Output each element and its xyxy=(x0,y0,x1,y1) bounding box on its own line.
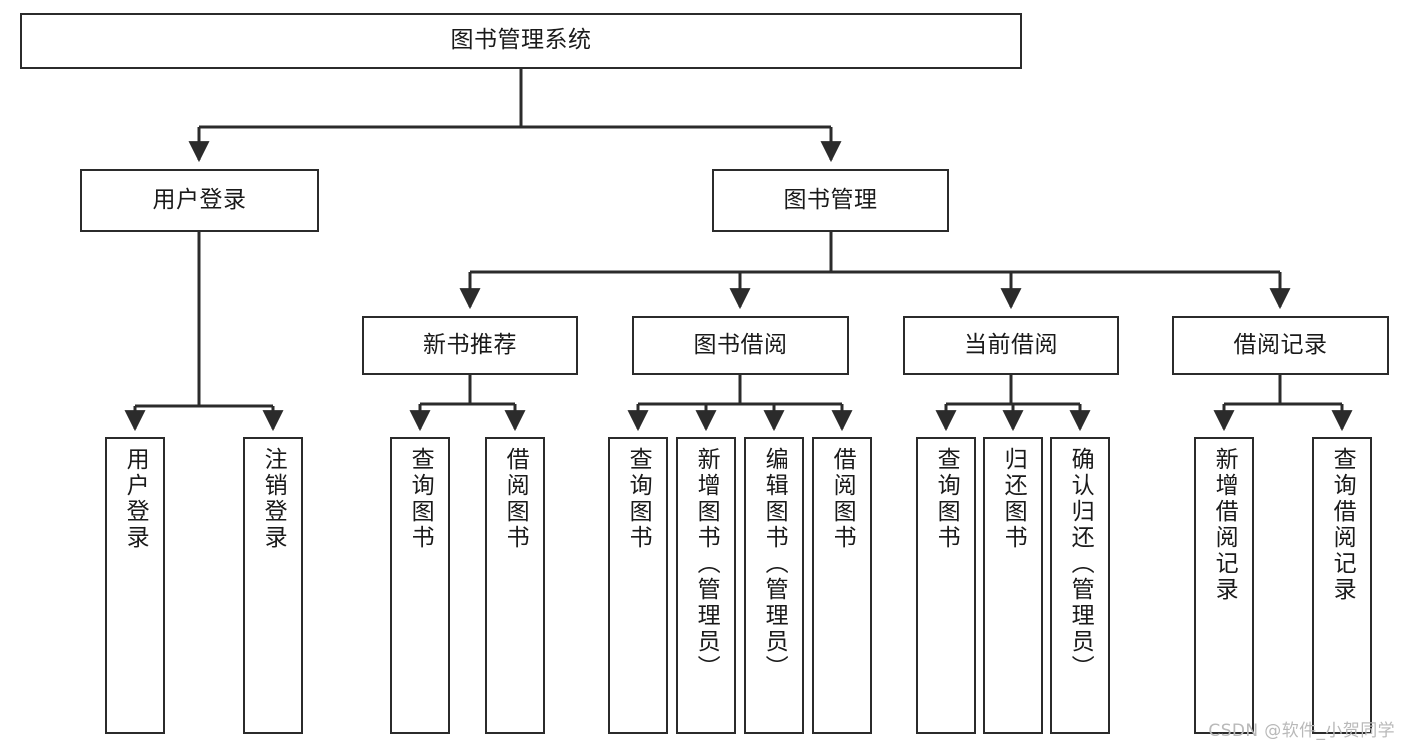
node-leaf-query-borrow-record[interactable]: 查询借阅记录 xyxy=(1312,437,1372,734)
node-leaf-query-book-2[interactable]: 查询图书 xyxy=(608,437,668,734)
node-leaf-query-book-2-label: 查询图书 xyxy=(625,447,652,551)
node-borrow-record-label: 借阅记录 xyxy=(1233,331,1328,358)
node-new-book-recommend-label: 新书推荐 xyxy=(423,331,517,358)
watermark-text: CSDN @软件_小贺同学 xyxy=(1208,721,1395,741)
node-leaf-user-login-label: 用户登录 xyxy=(122,447,149,551)
node-leaf-confirm-return-admin[interactable]: 确认归还（管理员） xyxy=(1050,437,1110,734)
node-new-book-recommend[interactable]: 新书推荐 xyxy=(362,316,578,375)
node-leaf-user-logout-label: 注销登录 xyxy=(260,447,287,551)
node-leaf-borrow-book-2-label: 借阅图书 xyxy=(829,447,856,551)
node-leaf-query-book-1[interactable]: 查询图书 xyxy=(390,437,450,734)
node-user-login[interactable]: 用户登录 xyxy=(80,169,319,232)
node-leaf-add-book-admin[interactable]: 新增图书（管理员） xyxy=(676,437,736,734)
node-leaf-add-book-admin-label: 新增图书（管理员） xyxy=(693,447,720,681)
node-leaf-edit-book-admin-label: 编辑图书（管理员） xyxy=(761,447,788,681)
node-leaf-borrow-book-1-label: 借阅图书 xyxy=(502,447,529,551)
node-leaf-query-book-1-label: 查询图书 xyxy=(407,447,434,551)
node-book-borrow[interactable]: 图书借阅 xyxy=(632,316,849,375)
node-book-borrow-label: 图书借阅 xyxy=(693,331,788,358)
node-leaf-borrow-book-1[interactable]: 借阅图书 xyxy=(485,437,545,734)
node-root[interactable]: 图书管理系统 xyxy=(20,13,1022,69)
node-leaf-user-login[interactable]: 用户登录 xyxy=(105,437,165,734)
node-leaf-query-book-3-label: 查询图书 xyxy=(933,447,960,551)
node-leaf-confirm-return-admin-label: 确认归还（管理员） xyxy=(1067,447,1094,681)
node-current-borrow-label: 当前借阅 xyxy=(964,331,1058,358)
node-leaf-query-borrow-record-label: 查询借阅记录 xyxy=(1329,447,1356,603)
node-book-management-label: 图书管理 xyxy=(783,186,878,213)
node-root-label: 图书管理系统 xyxy=(450,27,592,54)
node-current-borrow[interactable]: 当前借阅 xyxy=(903,316,1119,375)
node-user-login-label: 用户登录 xyxy=(152,186,247,213)
node-book-management[interactable]: 图书管理 xyxy=(712,169,949,232)
node-leaf-user-logout[interactable]: 注销登录 xyxy=(243,437,303,734)
node-leaf-edit-book-admin[interactable]: 编辑图书（管理员） xyxy=(744,437,804,734)
node-leaf-add-borrow-record[interactable]: 新增借阅记录 xyxy=(1194,437,1254,734)
node-leaf-return-book[interactable]: 归还图书 xyxy=(983,437,1043,734)
node-leaf-query-book-3[interactable]: 查询图书 xyxy=(916,437,976,734)
node-leaf-return-book-label: 归还图书 xyxy=(1000,447,1027,551)
node-leaf-add-borrow-record-label: 新增借阅记录 xyxy=(1211,447,1238,603)
node-borrow-record[interactable]: 借阅记录 xyxy=(1172,316,1389,375)
node-leaf-borrow-book-2[interactable]: 借阅图书 xyxy=(812,437,872,734)
